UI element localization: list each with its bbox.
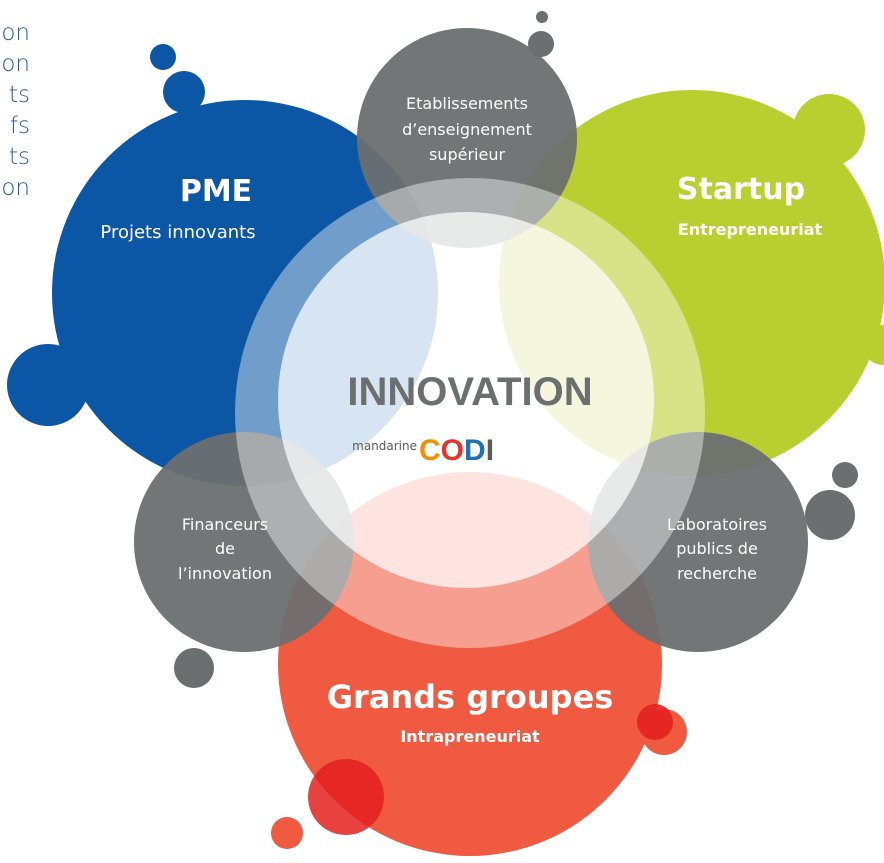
pme-subtitle: Projets innovants: [100, 222, 255, 243]
logo-letter: D: [464, 434, 486, 467]
etablissements-line: Etablissements: [406, 94, 528, 113]
pme-title: PME: [180, 174, 252, 209]
list-line: on: [1, 51, 30, 77]
decor-bubble-gray: [536, 11, 548, 23]
decor-bubble-red: [308, 759, 384, 835]
list-line: on: [1, 20, 30, 46]
innovation-title: INNOVATION: [347, 370, 592, 414]
laboratoires-line: recherche: [677, 564, 757, 583]
laboratoires-circle: [588, 432, 808, 652]
decor-bubble-gray: [832, 462, 858, 488]
decor-bubble-gray: [174, 648, 214, 688]
grands-groupes-circle: [278, 472, 662, 856]
decor-bubble-gray: [528, 31, 554, 57]
financeurs-line: l’innovation: [178, 564, 272, 583]
logo-letter: C: [419, 434, 441, 467]
startup-title: Startup: [677, 172, 805, 207]
decor-bubble-gray: [805, 490, 855, 540]
startup-subtitle: Entrepreneuriat: [678, 220, 823, 239]
financeurs-line: Financeurs: [182, 515, 268, 534]
list-line: ts: [8, 82, 30, 108]
logo-word: CODI: [419, 434, 494, 467]
logo-letter: O: [441, 434, 464, 467]
grands-groupes-subtitle: Intrapreneuriat: [400, 727, 540, 746]
list-line: ts: [8, 144, 30, 170]
financeurs-line: de: [215, 539, 235, 558]
decor-bubble-red: [271, 817, 303, 849]
logo-prefix: mandarine: [352, 439, 417, 453]
etablissements-circle: [357, 28, 577, 248]
etablissements-line: supérieur: [429, 145, 505, 164]
decor-bubble-blue: [163, 71, 205, 113]
grands-groupes-title: Grands groupes: [327, 678, 614, 716]
innovation-inner-disc: [278, 212, 654, 588]
decor-bubble-red: [637, 704, 673, 740]
decor-bubble-blue: [150, 44, 176, 70]
laboratoires-line: Laboratoires: [667, 515, 767, 534]
cropped-text-list: on on ts fs ts on: [0, 18, 30, 204]
laboratoires-line: publics de: [676, 539, 758, 558]
logo-letter: I: [486, 434, 494, 467]
list-line: fs: [9, 113, 30, 139]
list-line: on: [1, 175, 30, 201]
financeurs-circle: [134, 432, 354, 652]
mandarine-codi-logo: mandarine CODI: [352, 434, 494, 467]
etablissements-line: d’enseignement: [402, 120, 532, 139]
